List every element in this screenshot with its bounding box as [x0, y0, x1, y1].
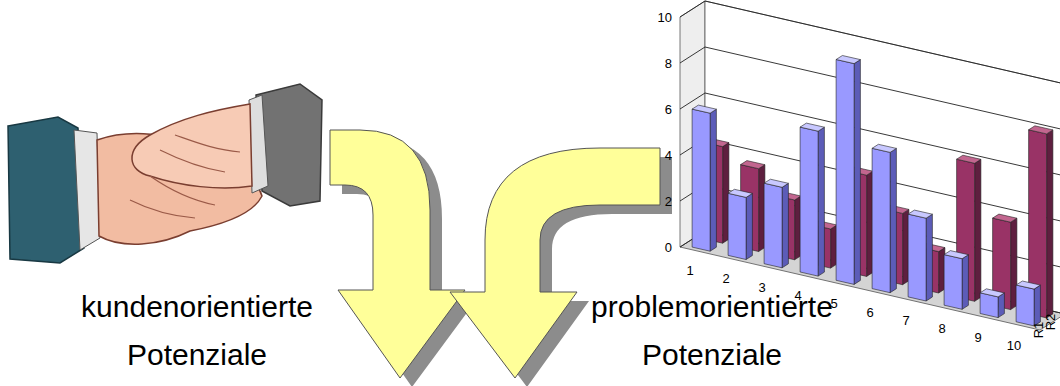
chart-bar — [836, 56, 860, 285]
curved-arrow — [450, 148, 660, 378]
bar-top — [728, 189, 752, 197]
bar-top — [872, 144, 896, 152]
category-label: 10 — [1007, 337, 1021, 352]
bar-top — [944, 251, 968, 259]
bar-front — [944, 255, 962, 310]
bar-top — [800, 123, 824, 131]
right-sleeve — [256, 84, 322, 206]
potential-label: kundenorientierte Potenziale — [47, 283, 347, 379]
chart-bar — [800, 123, 824, 276]
category-label: 7 — [902, 312, 909, 327]
bar-side — [782, 183, 788, 267]
arrows — [330, 130, 672, 386]
bar-front — [872, 148, 890, 292]
bar-side — [1047, 130, 1053, 318]
chart-bar — [728, 189, 752, 259]
potential-label: problemorientierte Potenziale — [562, 283, 862, 379]
bar-top — [692, 105, 716, 113]
bar-side — [926, 214, 932, 301]
bar-top — [1016, 281, 1040, 289]
bar-top — [1029, 126, 1053, 134]
category-label: 4 — [794, 288, 801, 303]
bar-front — [764, 183, 782, 268]
left-cuff — [74, 130, 100, 250]
chart-bar — [1016, 281, 1040, 326]
bar-side — [962, 255, 968, 310]
bar-top — [741, 161, 765, 169]
grid-line — [680, 93, 1060, 176]
category-label: 5 — [830, 296, 837, 311]
chart-bar — [764, 179, 788, 268]
bar-side — [818, 127, 824, 276]
bar-side — [854, 60, 860, 285]
handshake-illustration — [8, 84, 322, 263]
axis-value: 10 — [658, 10, 672, 25]
finger-lines — [130, 135, 240, 218]
axis-value: 8 — [665, 56, 672, 71]
bar-side — [890, 148, 896, 292]
chart-bar — [980, 289, 1004, 318]
bar-top — [980, 289, 1004, 297]
chart-bar — [872, 144, 896, 292]
left-sleeve — [8, 117, 84, 263]
category-label: 8 — [938, 321, 945, 336]
bar-front — [728, 193, 746, 259]
axis-value: 4 — [665, 148, 672, 163]
category-label: 2 — [722, 271, 729, 286]
bar-front — [800, 127, 818, 276]
bar-side — [710, 109, 716, 251]
bar-side — [975, 159, 981, 301]
series-label: R2 — [1042, 314, 1057, 331]
right-hand — [132, 104, 252, 188]
bar-top — [764, 179, 788, 187]
category-label: 6 — [866, 304, 873, 319]
chart-back-wall — [705, 1, 1060, 314]
bar-front — [1016, 285, 1034, 326]
bar-side — [746, 193, 752, 259]
chart-bar — [908, 210, 932, 301]
bar-top — [957, 155, 981, 163]
category-label: 3 — [758, 279, 765, 294]
bar-front — [908, 214, 926, 301]
bar-top — [908, 210, 932, 218]
category-label: 9 — [974, 329, 981, 344]
axis-value: 2 — [665, 194, 672, 209]
chart-bar — [692, 105, 716, 251]
curved-arrow — [330, 130, 465, 378]
axis-value: 6 — [665, 102, 672, 117]
chart-bar — [944, 251, 968, 310]
bar-front — [692, 109, 710, 251]
axis-value: 0 — [665, 240, 672, 255]
bar-top — [993, 214, 1017, 222]
bar-front — [836, 60, 854, 285]
bar-top — [836, 56, 860, 64]
grid-line — [680, 47, 1060, 130]
category-label: 1 — [686, 263, 693, 278]
bar-side — [1034, 285, 1040, 326]
grid-line — [680, 1, 1060, 84]
